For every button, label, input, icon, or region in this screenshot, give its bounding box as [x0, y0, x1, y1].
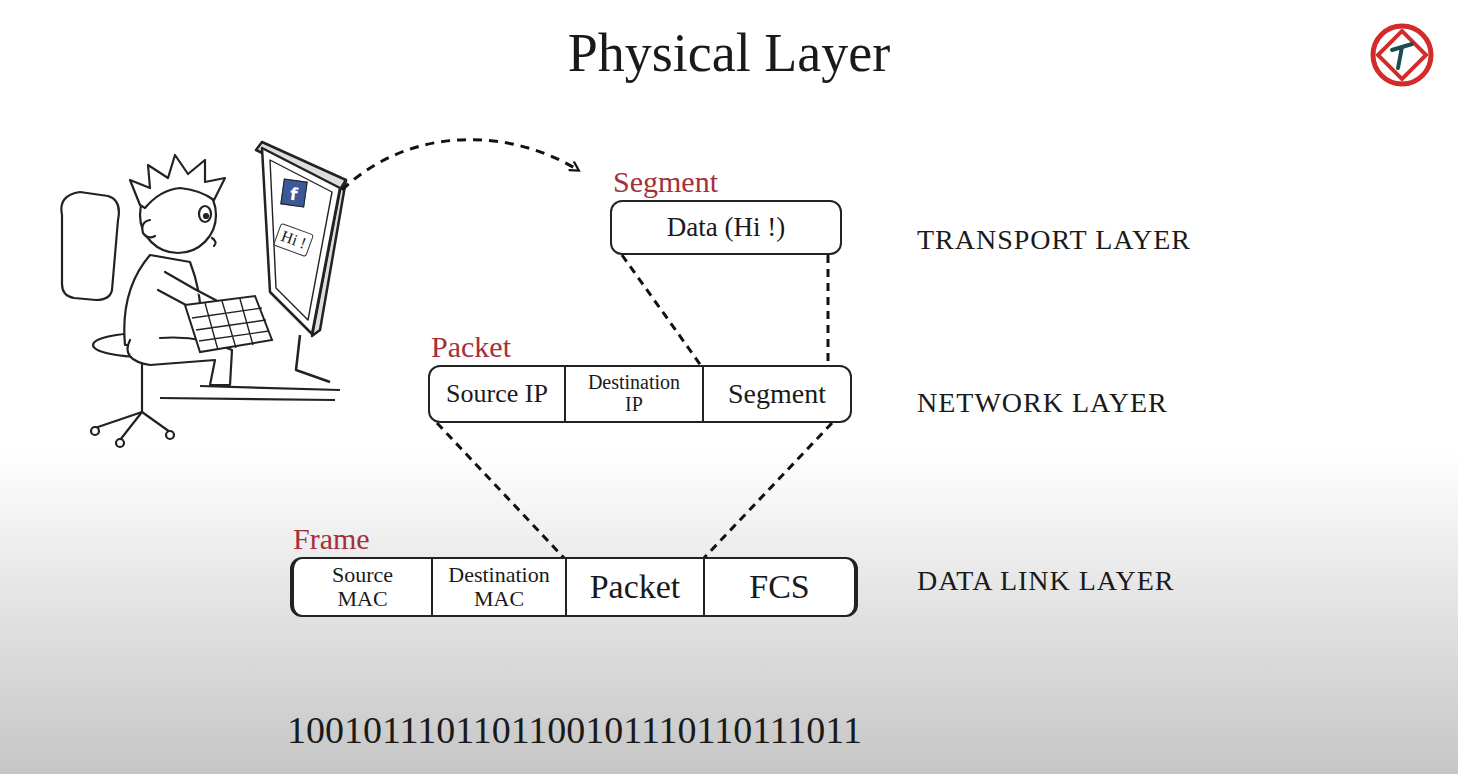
unit-heading: Segment	[610, 163, 842, 200]
header-field: Destination MAC	[431, 559, 565, 615]
header-field: Source MAC	[294, 559, 431, 615]
layer-name: TRANSPORT LAYER	[917, 221, 1191, 259]
keyboard	[185, 296, 272, 352]
title: Physical Layer	[0, 18, 1458, 88]
layer-unit: PacketSource IP Destination IP Segment	[428, 328, 852, 423]
field-text: Source IP	[446, 378, 548, 409]
encapsulation-line	[827, 255, 830, 367]
monitor	[256, 142, 346, 382]
header-field: Source IP	[430, 367, 564, 421]
field-text: Destination MAC	[448, 563, 549, 611]
unit-box: Source MAC Destination MAC Packet FCS	[290, 557, 858, 617]
field-text: Packet	[590, 567, 681, 608]
flow-arrow	[342, 140, 578, 190]
unit-box: Source IP Destination IP Segment	[428, 365, 852, 423]
field-text: Destination IP	[588, 372, 680, 415]
encapsulation-line	[703, 423, 832, 559]
layer-name: DATA LINK LAYER	[917, 562, 1175, 600]
unit-heading: Packet	[428, 328, 852, 365]
header-field: Segment	[702, 367, 850, 421]
bit-stream: 1001011101101100101110110111011	[287, 706, 862, 754]
field-text: Source MAC	[332, 563, 393, 611]
header-field: Destination IP	[564, 367, 702, 421]
boy-figure	[124, 155, 236, 385]
field-text: Segment	[728, 377, 826, 411]
layer-unit: SegmentData (Hi !)	[610, 163, 842, 255]
layer-unit: FrameSource MAC Destination MAC Packet FCS	[290, 520, 858, 617]
encapsulation-line	[622, 255, 702, 367]
layer-name: NETWORK LAYER	[917, 384, 1168, 422]
logo	[1373, 26, 1431, 84]
field-text: FCS	[749, 567, 810, 608]
desk	[160, 386, 340, 400]
chat-bubble: Hi !	[273, 223, 314, 258]
facebook-icon: f	[280, 178, 307, 207]
header-field: Packet	[565, 559, 703, 615]
unit-box: Data (Hi !)	[610, 200, 842, 255]
encapsulation-line	[437, 423, 565, 559]
unit-body-text: Data (Hi !)	[653, 211, 799, 243]
header-field: FCS	[703, 559, 854, 615]
unit-heading: Frame	[290, 520, 858, 557]
